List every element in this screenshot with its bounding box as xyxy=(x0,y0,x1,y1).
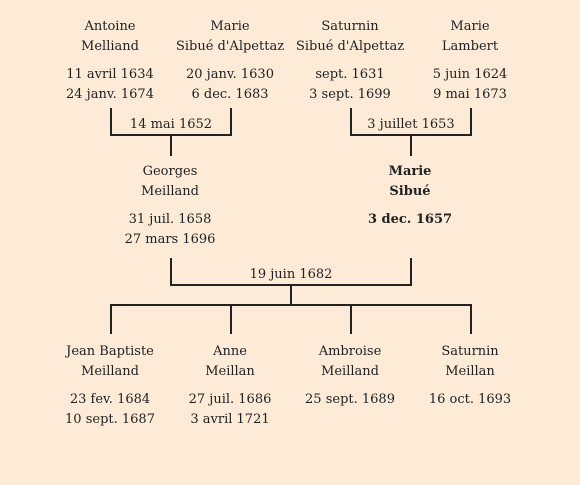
last-name: Meilland xyxy=(141,184,199,199)
first-name: Marie xyxy=(450,19,490,34)
marriage-date: 19 juin 1682 xyxy=(249,267,333,282)
connector-line xyxy=(110,304,472,306)
death-date: 3 avril 1721 xyxy=(190,412,270,427)
connector-line xyxy=(110,108,112,136)
person-marie-sibue-dalpettaz: Marie Sibué d'Alpettaz 20 janv. 1630 6 d… xyxy=(160,17,300,105)
birth-date: 5 juin 1624 xyxy=(432,67,508,82)
marriage-date: 3 juillet 1653 xyxy=(367,117,455,132)
last-name: Meilland xyxy=(321,364,379,379)
last-name: Meilland xyxy=(81,364,139,379)
connector-line xyxy=(230,304,232,334)
first-name: Ambroise xyxy=(318,344,382,359)
death-date: 10 sept. 1687 xyxy=(65,412,155,427)
first-name: Jean Baptiste xyxy=(66,344,154,359)
person-anne-meillan: Anne Meillan 27 juil. 1686 3 avril 1721 xyxy=(160,342,300,430)
first-name: Anne xyxy=(213,344,247,359)
birth-date: sept. 1631 xyxy=(315,67,385,82)
connector-line xyxy=(350,108,352,136)
connector-line xyxy=(110,304,112,334)
connector-line xyxy=(410,134,412,156)
connector-line xyxy=(170,134,172,156)
connector-line xyxy=(470,304,472,334)
death-date: 24 janv. 1674 xyxy=(66,87,154,102)
last-name: Sibué d'Alpettaz xyxy=(295,39,405,54)
first-name: Marie xyxy=(388,164,432,179)
death-date: 27 mars 1696 xyxy=(124,232,216,247)
first-name: Antoine xyxy=(84,19,136,34)
last-name: Lambert xyxy=(441,39,499,54)
first-name: Saturnin xyxy=(321,19,379,34)
connector-line xyxy=(410,258,412,286)
birth-date: 20 janv. 1630 xyxy=(186,67,274,82)
person-georges-meilland: Georges Meilland 31 juil. 1658 27 mars 1… xyxy=(100,162,240,250)
connector-line xyxy=(290,284,292,306)
marriage-date: 14 mai 1652 xyxy=(129,117,213,132)
last-name: Meillan xyxy=(445,364,495,379)
person-ambroise-meilland: Ambroise Meilland 25 sept. 1689 xyxy=(280,342,420,410)
first-name: Marie xyxy=(210,19,250,34)
person-saturnin-sibue-dalpettaz: Saturnin Sibué d'Alpettaz sept. 1631 3 s… xyxy=(280,17,420,105)
birth-date: 23 fev. 1684 xyxy=(69,392,151,407)
person-antoine-melliand: Antoine Melliand 11 avril 1634 24 janv. … xyxy=(40,17,180,105)
person-jean-baptiste-meilland: Jean Baptiste Meilland 23 fev. 1684 10 s… xyxy=(40,342,180,430)
death-date: 6 dec. 1683 xyxy=(191,87,269,102)
birth-date: 31 juil. 1658 xyxy=(128,212,212,227)
person-saturnin-meillan: Saturnin Meillan 16 oct. 1693 xyxy=(400,342,540,410)
connector-line xyxy=(170,258,172,286)
last-name: Melliand xyxy=(81,39,139,54)
last-name: Sibué d'Alpettaz xyxy=(175,39,285,54)
connector-line xyxy=(470,108,472,136)
birth-date: 25 sept. 1689 xyxy=(305,392,395,407)
birth-date: 16 oct. 1693 xyxy=(428,392,512,407)
death-date: 9 mai 1673 xyxy=(433,87,507,102)
birth-date: 11 avril 1634 xyxy=(66,67,154,82)
last-name: Meillan xyxy=(205,364,255,379)
last-name: Sibué xyxy=(389,184,431,199)
connector-line xyxy=(350,304,352,334)
first-name: Georges xyxy=(142,164,198,179)
person-marie-lambert: Marie Lambert 5 juin 1624 9 mai 1673 xyxy=(400,17,540,105)
person-marie-sibue: Marie Sibué 3 dec. 1657 xyxy=(340,162,480,230)
birth-date: 3 dec. 1657 xyxy=(367,212,453,227)
connector-line xyxy=(230,108,232,136)
first-name: Saturnin xyxy=(441,344,499,359)
birth-date: 27 juil. 1686 xyxy=(188,392,272,407)
death-date: 3 sept. 1699 xyxy=(309,87,391,102)
